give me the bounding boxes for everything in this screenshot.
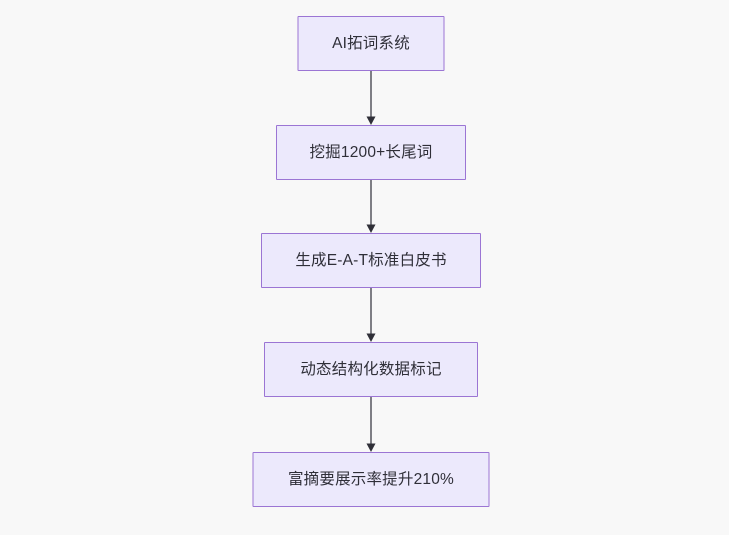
flow-edge-2 xyxy=(364,180,378,233)
flow-node-dynamic-structured-data-markup[interactable]: 动态结构化数据标记 xyxy=(264,342,478,397)
arrow-down-icon xyxy=(366,180,376,233)
flow-edge-3 xyxy=(364,288,378,342)
flow-node-label: 挖掘1200+长尾词 xyxy=(309,143,433,161)
flow-node-rich-snippet-impression-uplift[interactable]: 富摘要展示率提升210% xyxy=(252,452,490,507)
flow-node-ai-keyword-system[interactable]: AI拓词系统 xyxy=(297,16,445,71)
flow-node-label: 生成E-A-T标准白皮书 xyxy=(295,251,447,269)
flow-edge-4 xyxy=(364,397,378,452)
flow-edge-1 xyxy=(364,71,378,125)
arrow-down-icon xyxy=(366,71,376,125)
flow-node-label: 富摘要展示率提升210% xyxy=(287,470,455,488)
flow-node-generate-eat-whitepaper[interactable]: 生成E-A-T标准白皮书 xyxy=(261,233,481,288)
flow-node-mine-longtail-keywords[interactable]: 挖掘1200+长尾词 xyxy=(276,125,466,180)
flow-node-label: AI拓词系统 xyxy=(332,34,410,52)
arrow-down-icon xyxy=(366,288,376,342)
arrow-down-icon xyxy=(366,397,376,452)
flow-node-label: 动态结构化数据标记 xyxy=(300,360,442,378)
